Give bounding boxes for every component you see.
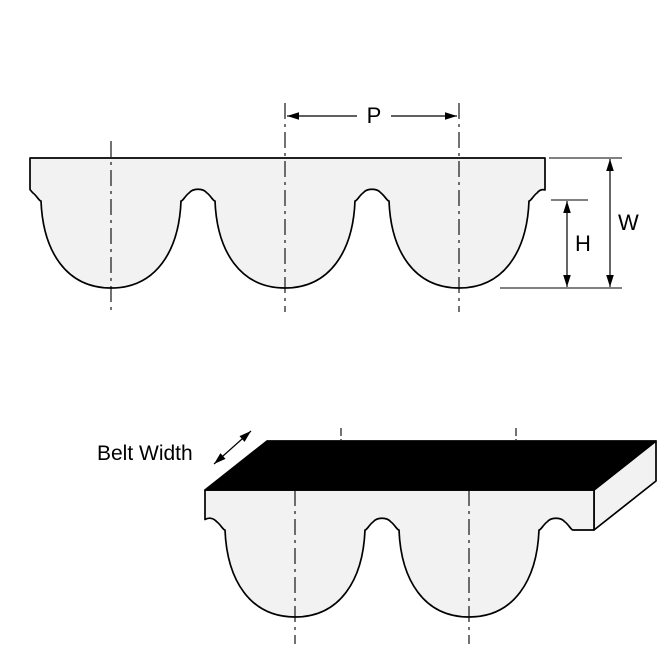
belt-front-profile: [204, 489, 595, 618]
belt-top-face: [204, 440, 657, 491]
belt-width-dimension: Belt Width: [97, 430, 252, 465]
width-label: W: [618, 210, 639, 235]
profile-view: P W H: [29, 103, 639, 312]
belt-width-label: Belt Width: [97, 442, 193, 465]
belt-profile-outline: [29, 157, 546, 289]
pitch-label: P: [367, 103, 382, 128]
tooth-height-dimension: H: [551, 199, 591, 287]
isometric-view: Belt Width: [97, 428, 657, 644]
width-dimension: W: [500, 157, 639, 289]
belt-width-arrow: [213, 430, 252, 465]
pitch-dimension: P: [287, 103, 457, 128]
tooth-height-label: H: [575, 231, 591, 256]
